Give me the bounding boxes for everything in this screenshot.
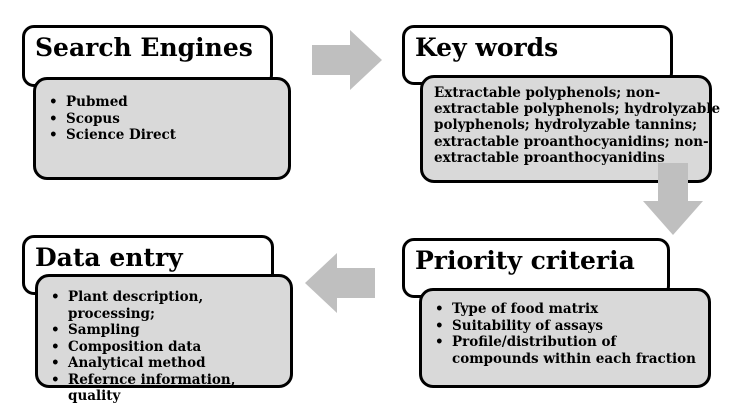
priority-criterion-item: Suitability of assays — [432, 318, 702, 335]
search-engine-item: Scopus — [46, 111, 176, 128]
search-engine-item: Pubmed — [46, 94, 176, 111]
data-entry-list-box: Plant description, processing; Sampling … — [35, 274, 293, 404]
data-entry-item: Sampling — [48, 322, 290, 339]
key-words-text: Extractable polyphenols; non- extractabl… — [434, 85, 720, 166]
key-words-line: Extractable polyphenols; non- — [434, 85, 661, 101]
arrow-left-shape — [305, 253, 375, 313]
search-engines-header: Search Engines — [22, 25, 273, 87]
priority-criteria-list: Type of food matrix Suitability of assay… — [432, 301, 702, 367]
priority-criterion-item: Type of food matrix — [432, 301, 702, 318]
data-entry-item: Plant description, processing; — [48, 289, 290, 322]
data-entry-item: Composition data — [48, 339, 290, 356]
arrow-down-shape — [643, 163, 703, 235]
priority-criterion-item: Profile/distribution of compounds within… — [432, 334, 702, 367]
search-engines-list-box: Pubmed Scopus Science Direct — [33, 77, 291, 180]
search-engines-title: Search Engines — [35, 33, 253, 62]
key-words-line: extractable proanthocyanidins — [434, 149, 665, 166]
data-entry-title: Data entry — [35, 243, 183, 272]
arrow-right-icon — [312, 30, 382, 90]
key-words-line: extractable polyphenols; hydrolyzable — [434, 101, 721, 118]
key-words-title: Key words — [415, 33, 559, 62]
data-entry-list: Plant description, processing; Sampling … — [48, 289, 290, 405]
arrow-down-icon — [643, 163, 703, 235]
data-entry-item: Refernce information, quality — [48, 372, 290, 405]
search-engine-item: Science Direct — [46, 127, 176, 144]
key-words-line: polyphenols; hydrolyzable tannins; — [434, 117, 698, 134]
arrow-right-shape — [312, 30, 382, 90]
priority-criteria-list-box: Type of food matrix Suitability of assay… — [419, 288, 711, 388]
search-engines-list: Pubmed Scopus Science Direct — [46, 94, 176, 144]
priority-criteria-title: Priority criteria — [415, 246, 635, 275]
key-words-line: extractable proanthocyanidins; non- — [434, 133, 709, 150]
arrow-left-icon — [305, 253, 375, 313]
data-entry-item: Analytical method — [48, 355, 290, 372]
